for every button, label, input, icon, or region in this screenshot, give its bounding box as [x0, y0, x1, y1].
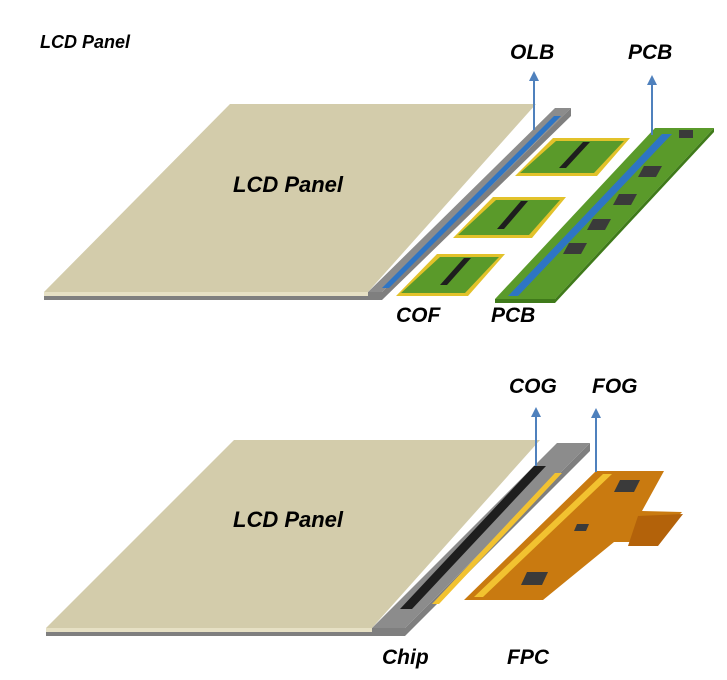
top-panel-label: LCD Panel — [233, 172, 344, 197]
source-pcb — [495, 128, 714, 303]
cog-chip-bar — [400, 466, 546, 609]
pcb-connector-strip — [508, 134, 672, 296]
fpc-fog-strip — [474, 474, 612, 597]
fog-label: FOG — [592, 375, 638, 398]
diagram-title: LCD Panel — [40, 32, 131, 52]
cof-film-1 — [515, 138, 630, 176]
pcb-top-label: PCB — [628, 41, 672, 64]
cof-label: COF — [396, 304, 442, 327]
cof-driver-ic-2-icon — [497, 201, 528, 229]
fpc-tail — [628, 514, 683, 546]
cog-label: COG — [509, 375, 557, 398]
bottom-lcd-panel-edge — [46, 628, 372, 632]
fpc-chip-3-icon — [521, 572, 548, 585]
cog-bond-strip — [432, 473, 562, 604]
bottom-lcd-panel — [46, 440, 540, 628]
bottom-diagram: LCD Panel COG FOG Chip FPC — [46, 375, 683, 669]
fpc-label: FPC — [507, 646, 550, 669]
pcb-chip-1-icon — [679, 130, 693, 138]
pcb-chip-5-icon — [563, 243, 587, 254]
fpc-chip-1-icon — [614, 480, 640, 492]
pcb-chip-4-icon — [587, 219, 611, 230]
pcb-chip-3-icon — [613, 194, 637, 205]
pcb-bottom-label: PCB — [491, 304, 535, 327]
fpc — [464, 471, 683, 600]
fpc-chip-2-icon — [574, 524, 589, 531]
bottom-panel-label: LCD Panel — [233, 507, 344, 532]
chip-label: Chip — [382, 646, 429, 669]
top-lcd-panel — [44, 104, 536, 292]
cof-film-3 — [396, 254, 505, 296]
top-lcd-panel-edge — [44, 292, 368, 296]
top-diagram: LCD Panel — [44, 41, 714, 327]
cof-film-2 — [453, 197, 566, 238]
olb-label: OLB — [510, 41, 554, 64]
olb-strip — [382, 116, 561, 288]
cof-driver-ic-3-icon — [440, 258, 471, 285]
cof-driver-ic-1-icon — [559, 142, 590, 168]
pcb-chip-2-icon — [638, 166, 662, 177]
